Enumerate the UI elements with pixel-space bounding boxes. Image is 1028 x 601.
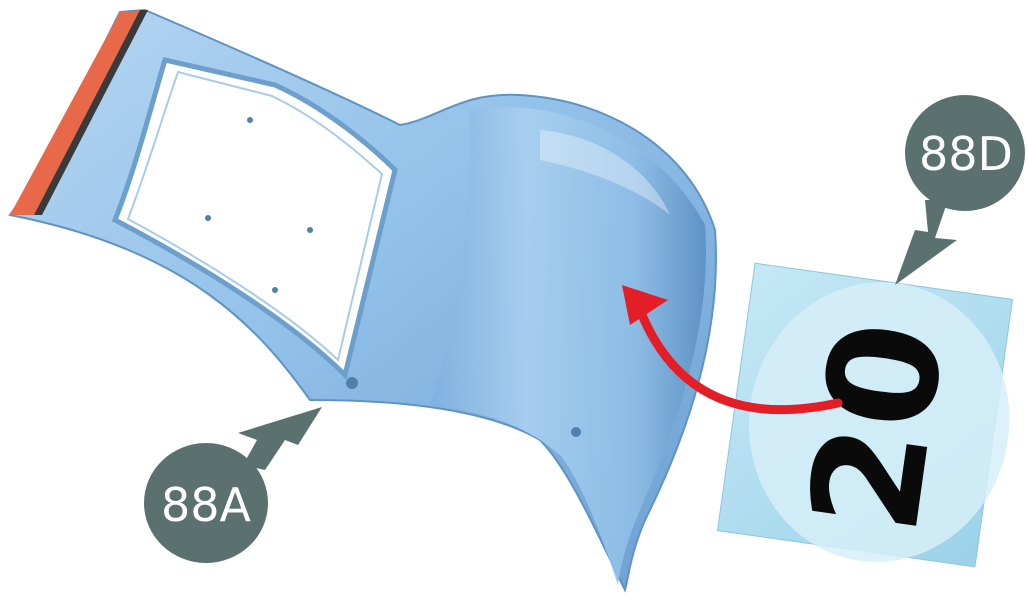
callout-88a-pointer bbox=[238, 407, 322, 470]
mount-hole bbox=[346, 377, 358, 389]
mount-hole bbox=[205, 215, 211, 221]
callout-88d-label: 88D bbox=[919, 127, 1013, 181]
decal-sheet: 20 bbox=[716, 263, 1027, 579]
panel-curved-section bbox=[430, 107, 706, 585]
callout-88d-pointer bbox=[895, 200, 957, 285]
callout-88a: 88A bbox=[144, 407, 322, 563]
mount-hole bbox=[307, 227, 313, 233]
mount-hole bbox=[247, 117, 253, 123]
door-panel-part bbox=[10, 10, 716, 590]
decal-number: 20 bbox=[778, 312, 979, 543]
callout-88d: 88D bbox=[895, 95, 1025, 285]
callout-88a-label: 88A bbox=[161, 478, 252, 532]
mount-hole bbox=[272, 287, 278, 293]
mount-hole bbox=[571, 427, 581, 437]
